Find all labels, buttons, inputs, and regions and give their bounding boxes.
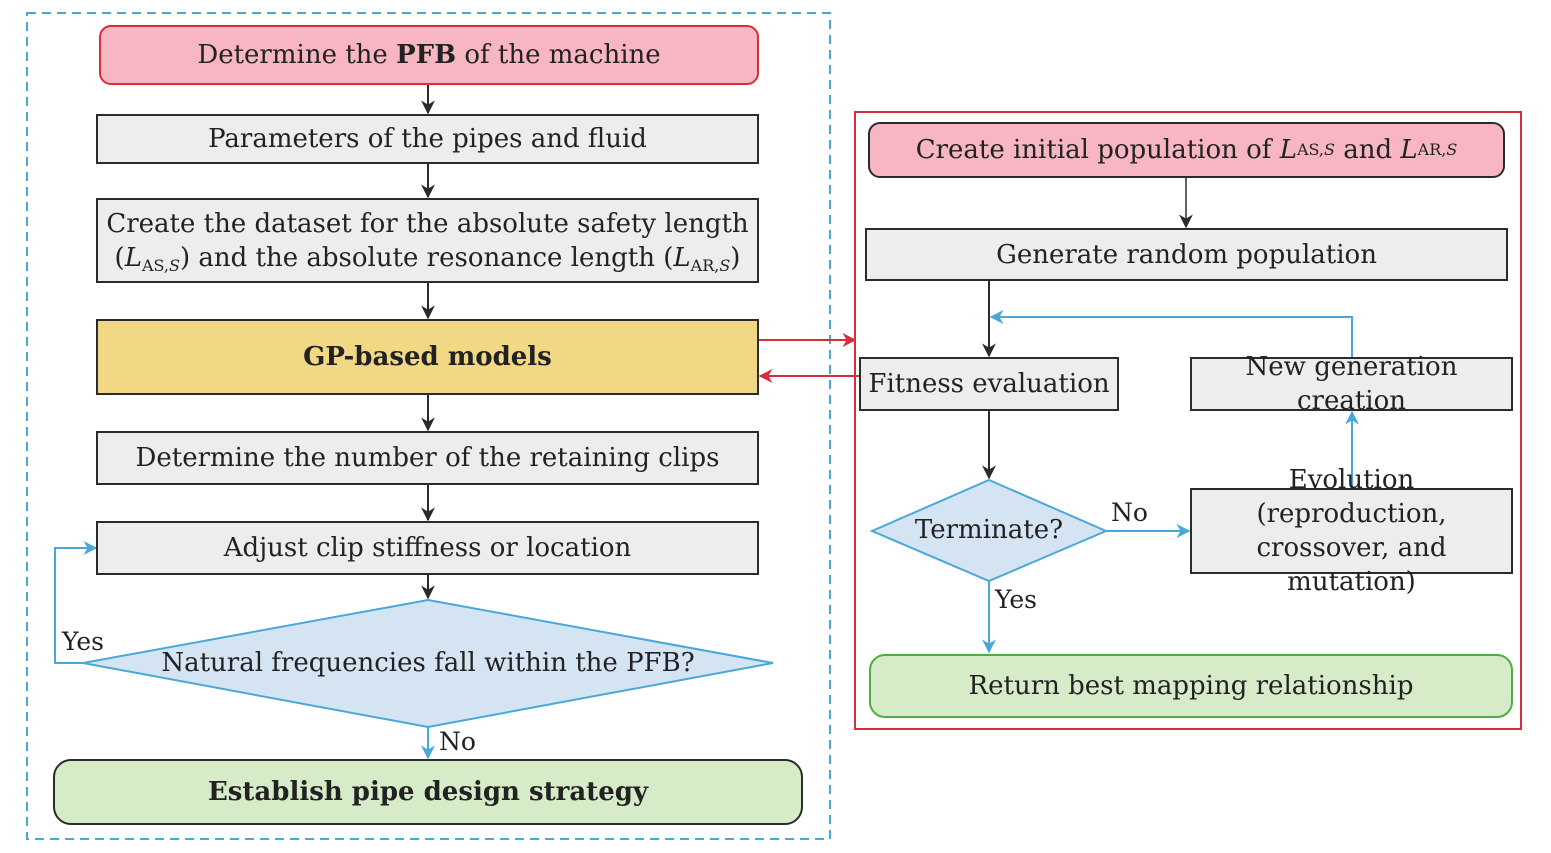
- initial-las-symbol: L: [1279, 135, 1297, 165]
- evolution-line1: Evolution (reproduction,: [1256, 465, 1447, 529]
- determine-pfb-bold: PFB: [396, 40, 457, 70]
- generate-population-box: Generate random population: [865, 228, 1508, 281]
- initial-population-pre: Create initial population of: [915, 135, 1280, 165]
- left-yes-label: Yes: [62, 627, 104, 656]
- determine-pfb-post: of the machine: [456, 40, 661, 70]
- create-dataset-line2: (LAS,S) and the absolute resonance lengt…: [115, 241, 741, 275]
- gp-based-models-box: GP-based models: [96, 319, 759, 395]
- retaining-clips-box: Determine the number of the retaining cl…: [96, 431, 759, 485]
- adjust-clip-label: Adjust clip stiffness or location: [223, 533, 632, 563]
- create-dataset-box: Create the dataset for the absolute safe…: [96, 198, 759, 283]
- return-best-mapping-box: Return best mapping relationship: [869, 654, 1513, 718]
- adjust-clip-box: Adjust clip stiffness or location: [96, 521, 759, 575]
- arrow-newgen-loop: [989, 310, 1353, 357]
- las-subscript: AS,S: [141, 255, 180, 275]
- create-dataset-open-paren: (: [114, 242, 125, 273]
- determine-pfb-pre: Determine the: [197, 40, 397, 70]
- create-dataset-mid-text: ) and the absolute resonance length (: [179, 242, 674, 273]
- determine-pfb-box: Determine the PFB of the machine: [99, 25, 759, 85]
- lar-subscript: AR,S: [690, 255, 731, 275]
- new-generation-box: New generation creation: [1190, 352, 1513, 416]
- left-no-label: No: [439, 727, 476, 756]
- las-symbol: L: [124, 242, 142, 273]
- return-best-mapping-label: Return best mapping relationship: [968, 671, 1414, 701]
- terminate-no-label: No: [1111, 498, 1148, 527]
- terminate-decision-label: Terminate?: [914, 515, 1064, 545]
- evolution-box: Evolution (reproduction, crossover, and …: [1190, 465, 1513, 597]
- fitness-evaluation-box: Fitness evaluation: [859, 357, 1119, 411]
- evolution-line2: crossover, and mutation): [1256, 533, 1447, 597]
- new-generation-label: New generation creation: [1245, 352, 1458, 416]
- terminate-yes-label: Yes: [995, 585, 1037, 614]
- create-dataset-line1: Create the dataset for the absolute safe…: [106, 208, 749, 239]
- initial-lar-symbol: L: [1400, 135, 1418, 165]
- right-solid-frame: [854, 111, 1522, 730]
- initial-population-mid: and: [1334, 135, 1401, 165]
- gp-based-models-label: GP-based models: [303, 342, 552, 372]
- arrow-yes-loop-left: [54, 541, 98, 664]
- establish-strategy-label: Establish pipe design strategy: [207, 777, 649, 807]
- fitness-evaluation-label: Fitness evaluation: [868, 369, 1110, 399]
- create-dataset-close-paren: ): [730, 242, 741, 273]
- establish-strategy-box: Establish pipe design strategy: [53, 759, 803, 825]
- left-dashed-frame: [26, 12, 831, 840]
- retaining-clips-label: Determine the number of the retaining cl…: [135, 443, 720, 473]
- generate-population-label: Generate random population: [996, 239, 1377, 270]
- pipe-parameters-label: Parameters of the pipes and fluid: [208, 124, 647, 154]
- pipe-parameters-box: Parameters of the pipes and fluid: [96, 114, 759, 164]
- natural-frequency-decision-label: Natural frequencies fall within the PFB?: [161, 648, 695, 678]
- lar-symbol: L: [673, 242, 691, 273]
